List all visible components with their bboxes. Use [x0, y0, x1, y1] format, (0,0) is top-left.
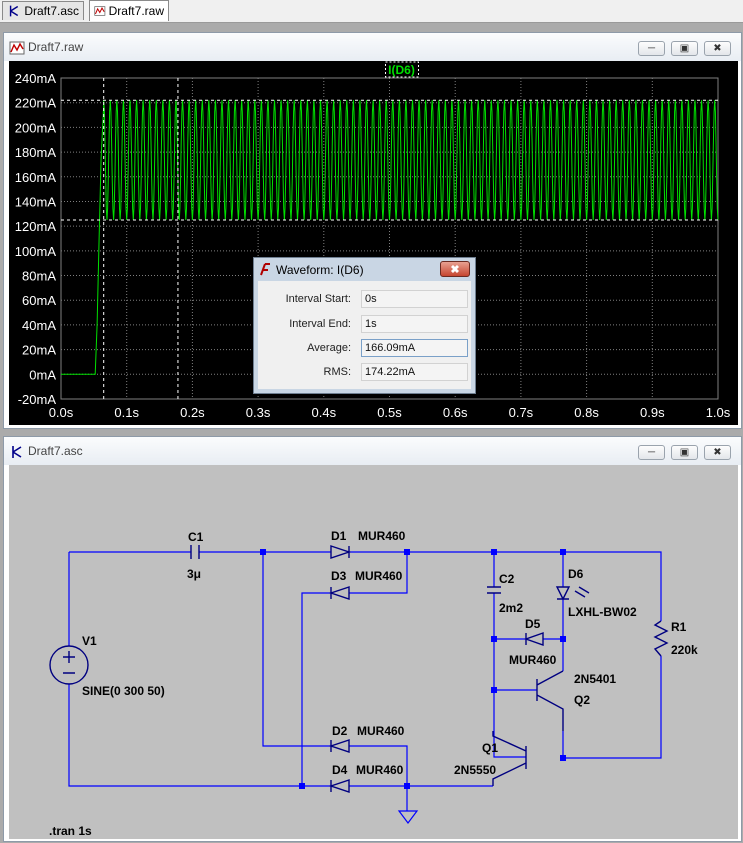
y-tick-label: 0mA — [29, 367, 56, 382]
q2-value: 2N5401 — [574, 672, 616, 686]
x-tick-label: 0.0s — [49, 405, 74, 420]
window-title-bar[interactable]: Draft7.raw ─ ▣ ✖ — [4, 33, 741, 61]
x-tick-label: 0.7s — [509, 405, 534, 420]
d5-value: MUR460 — [509, 653, 557, 667]
x-tick-label: 0.3s — [246, 405, 271, 420]
interval-end-label: Interval End: — [289, 318, 351, 330]
q1-name: Q1 — [482, 741, 498, 755]
tab-label: Draft7.raw — [108, 4, 164, 18]
rms-label: RMS: — [323, 366, 352, 378]
window-title: Draft7.raw — [28, 40, 84, 54]
y-tick-label: 200mA — [15, 120, 57, 135]
d2-name: D2 — [332, 724, 348, 738]
interval-start-field[interactable]: 0s — [361, 290, 468, 308]
x-tick-label: 0.4s — [312, 405, 337, 420]
dialog-body: Interval Start: 0s Interval End: 1s Aver… — [258, 281, 471, 389]
close-button[interactable]: ✖ — [704, 41, 731, 56]
r1-name: R1 — [671, 620, 687, 634]
c2-value: 2m2 — [499, 601, 523, 615]
y-tick-label: -20mA — [18, 392, 57, 407]
x-tick-label: 0.9s — [640, 405, 665, 420]
d3-value: MUR460 — [355, 569, 403, 583]
y-tick-label: 20mA — [22, 343, 56, 358]
dialog-close-button[interactable]: ✖ — [440, 261, 470, 277]
dialog-title: Waveform: I(D6) — [276, 263, 364, 277]
y-tick-label: 60mA — [22, 293, 56, 308]
schematic-icon — [9, 5, 19, 17]
close-button[interactable]: ✖ — [704, 445, 731, 460]
c1-value: 3μ — [187, 567, 201, 581]
tab-draft7-asc[interactable]: Draft7.asc — [2, 1, 84, 20]
schematic-canvas[interactable]: C1 3μ D1 MUR460 D3 MUR460 D2 MUR460 D4 M… — [9, 465, 738, 839]
ltspice-icon — [260, 263, 270, 276]
component-labels: C1 3μ D1 MUR460 D3 MUR460 D2 MUR460 D4 M… — [49, 529, 698, 838]
schematic-icon — [12, 446, 22, 458]
tab-label: Draft7.asc — [24, 4, 79, 18]
waveform-icon — [9, 41, 25, 55]
y-tick-label: 220mA — [15, 96, 57, 111]
average-label: Average: — [307, 342, 351, 354]
d2-value: MUR460 — [357, 724, 405, 738]
tab-draft7-raw[interactable]: Draft7.raw — [89, 0, 169, 21]
trace-label-box — [385, 61, 419, 78]
y-tick-label: 160mA — [15, 170, 57, 185]
d3-name: D3 — [331, 569, 347, 583]
document-tab-bar: Draft7.asc Draft7.raw — [0, 0, 743, 23]
window-title-bar[interactable]: Draft7.asc ─ ▣ ✖ — [4, 437, 741, 465]
window-title: Draft7.asc — [28, 444, 83, 458]
x-tick-label: 0.5s — [377, 405, 402, 420]
rms-field[interactable]: 174.22mA — [361, 363, 468, 381]
dialog-title-bar[interactable]: Waveform: I(D6) ✖ — [254, 258, 475, 280]
minimize-button[interactable]: ─ — [638, 445, 665, 460]
v1-name: V1 — [82, 634, 97, 648]
r1-value: 220k — [671, 643, 698, 657]
c1-name: C1 — [188, 530, 204, 544]
schematic-window: Draft7.asc ─ ▣ ✖ — [3, 436, 742, 842]
d4-value: MUR460 — [356, 763, 404, 777]
d1-name: D1 — [331, 529, 347, 543]
trace-label: I(D6) — [388, 63, 415, 77]
average-field[interactable]: 166.09mA — [361, 339, 468, 357]
restore-button[interactable]: ▣ — [671, 41, 698, 56]
y-tick-label: 40mA — [22, 318, 56, 333]
y-tick-label: 120mA — [15, 219, 57, 234]
q1-value: 2N5550 — [454, 763, 496, 777]
y-tick-label: 100mA — [15, 244, 57, 259]
y-tick-label: 140mA — [15, 194, 57, 209]
interval-end-field[interactable]: 1s — [361, 315, 468, 333]
d6-name: D6 — [568, 567, 584, 581]
restore-button[interactable]: ▣ — [671, 445, 698, 460]
spice-directive[interactable]: .tran 1s — [49, 824, 92, 838]
x-tick-label: 1.0s — [706, 405, 731, 420]
x-tick-label: 0.2s — [180, 405, 205, 420]
waveform-measure-dialog: Waveform: I(D6) ✖ Interval Start: 0s Int… — [253, 257, 476, 394]
d1-value: MUR460 — [358, 529, 406, 543]
wire-junctions — [260, 549, 566, 789]
d6-value: LXHL-BW02 — [568, 605, 637, 619]
schematic-drawing[interactable]: C1 3μ D1 MUR460 D3 MUR460 D2 MUR460 D4 M… — [9, 465, 738, 839]
y-tick-label: 80mA — [22, 269, 56, 284]
component-symbols — [49, 545, 669, 793]
x-tick-label: 0.6s — [443, 405, 468, 420]
q2-name: Q2 — [574, 693, 590, 707]
x-tick-label: 0.1s — [114, 405, 139, 420]
d4-name: D4 — [332, 763, 348, 777]
c2-name: C2 — [499, 572, 515, 586]
interval-start-label: Interval Start: — [285, 293, 351, 305]
minimize-button[interactable]: ─ — [638, 41, 665, 56]
v1-value: SINE(0 300 50) — [82, 684, 165, 698]
x-tick-label: 0.8s — [574, 405, 599, 420]
trace-i-d6 — [61, 100, 719, 375]
waveform-icon — [94, 6, 106, 16]
y-tick-label: 240mA — [15, 71, 57, 86]
d5-name: D5 — [525, 617, 541, 631]
y-tick-label: 180mA — [15, 145, 57, 160]
